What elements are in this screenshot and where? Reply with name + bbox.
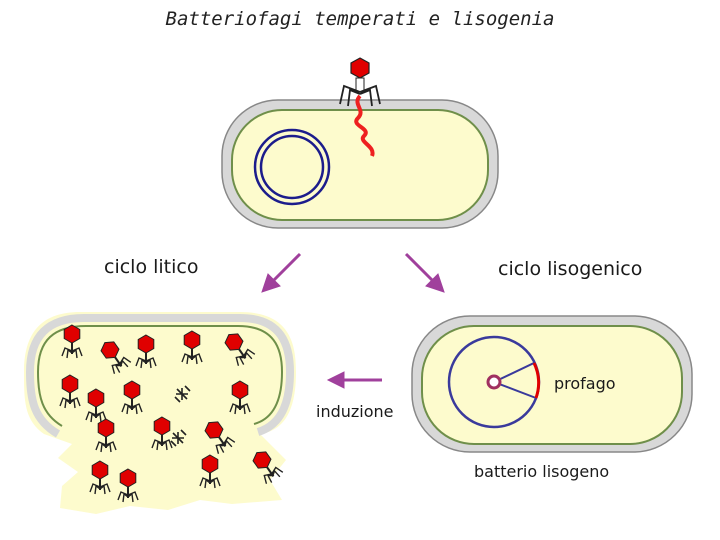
arrow-to-litico [261, 252, 302, 293]
bacterium-lysogenic [411, 315, 693, 453]
arrow-induzione [326, 371, 382, 389]
label-batterio-lisogeno: batterio lisogeno [474, 462, 610, 481]
bacterium-top [221, 99, 499, 229]
bacterium-lytic [24, 312, 296, 514]
label-ciclo-litico: ciclo litico [104, 256, 199, 278]
label-induzione: induzione [316, 402, 394, 421]
arrow-to-lisogenico [404, 252, 445, 293]
label-profago: profago [554, 374, 616, 393]
infecting-phage [339, 57, 381, 157]
diagram-title: Batteriofagi temperati e lisogenia [165, 8, 555, 30]
label-ciclo-lisogenico: ciclo lisogenico [498, 258, 643, 280]
